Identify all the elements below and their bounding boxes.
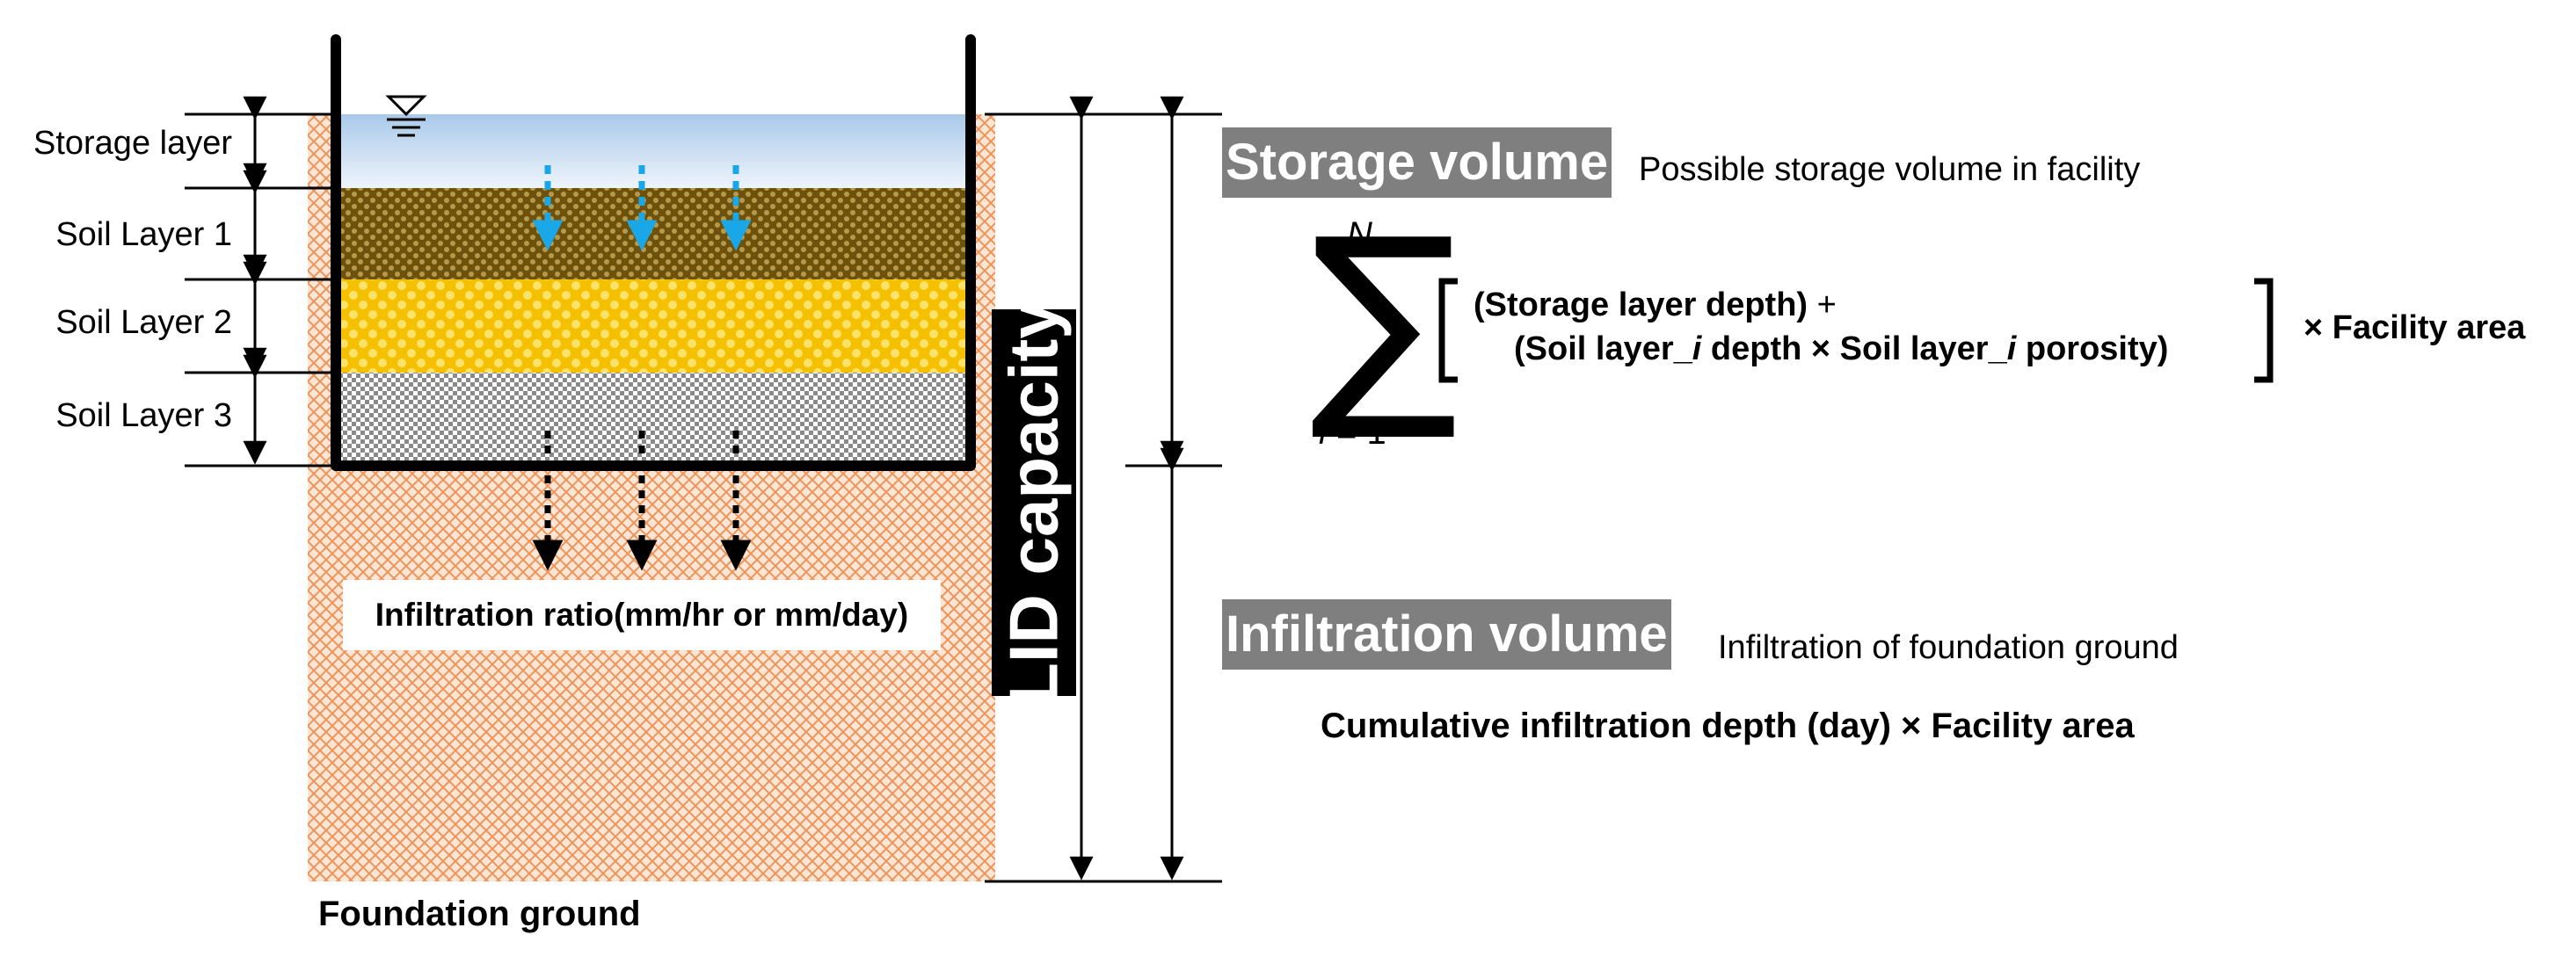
sum-lower-rest: = 1 xyxy=(1326,413,1386,452)
soil-layer-2-label: Soil Layer 2 xyxy=(55,304,232,341)
soil-layer-1 xyxy=(336,188,967,279)
capacity-dimension-lines xyxy=(985,96,1222,883)
storage-volume-title: Storage volume xyxy=(1222,127,1612,198)
percolation-arrows xyxy=(532,165,752,251)
infiltration-volume-description: Infiltration of foundation ground xyxy=(1718,629,2179,666)
soil-layer-3-label: Soil Layer 3 xyxy=(55,397,232,434)
layer-dimension-lines xyxy=(185,96,336,468)
water-level-icon xyxy=(385,95,427,137)
lid-capacity-box xyxy=(992,309,1076,696)
summation-symbol: ∑ xyxy=(1310,191,1459,446)
soil-term-b: depth × Soil layer_ xyxy=(1701,330,2007,367)
storage-layer-water xyxy=(336,114,967,188)
soil-layer-3 xyxy=(336,373,967,466)
formula-brackets xyxy=(1438,278,2274,383)
storage-volume-description: Possible storage volume in facility xyxy=(1639,151,2141,188)
lid-capacity-label: LID capacity xyxy=(994,301,1073,705)
foundation-ground-label: Foundation ground xyxy=(318,895,641,933)
infiltration-volume-formula: Cumulative infiltration depth (day) × Fa… xyxy=(1321,707,2135,745)
soil-layer-2 xyxy=(336,279,967,373)
soil-index-1: i xyxy=(1692,330,1702,367)
infiltration-arrows xyxy=(532,431,752,571)
infiltration-volume-title: Infiltration volume xyxy=(1222,599,1671,670)
soil-term-a: (Soil layer_ xyxy=(1514,330,1692,367)
storage-depth-term: (Storage layer depth) xyxy=(1474,286,1808,323)
soil-term-c: porosity) xyxy=(2016,330,2169,367)
infiltration-ratio-label: Infiltration ratio(mm/hr or mm/day) xyxy=(343,580,941,650)
plus-sign: + xyxy=(1808,286,1837,323)
sum-lower-limit: i = 1 xyxy=(1319,413,1386,453)
formula-line-2: (Soil layer_i depth × Soil layer_i poros… xyxy=(1514,330,2168,368)
soil-index-2: i xyxy=(2006,330,2017,367)
sum-lower-var: i xyxy=(1319,413,1327,452)
facility-area-multiplier: × Facility area xyxy=(2303,309,2526,346)
sum-upper-limit: N xyxy=(1347,215,1372,254)
formula-line-1: (Storage layer depth) + xyxy=(1474,286,1837,324)
facility-container xyxy=(331,34,976,471)
soil-layer-1-label: Soil Layer 1 xyxy=(55,216,232,253)
storage-layer-label: Storage layer xyxy=(33,125,232,162)
